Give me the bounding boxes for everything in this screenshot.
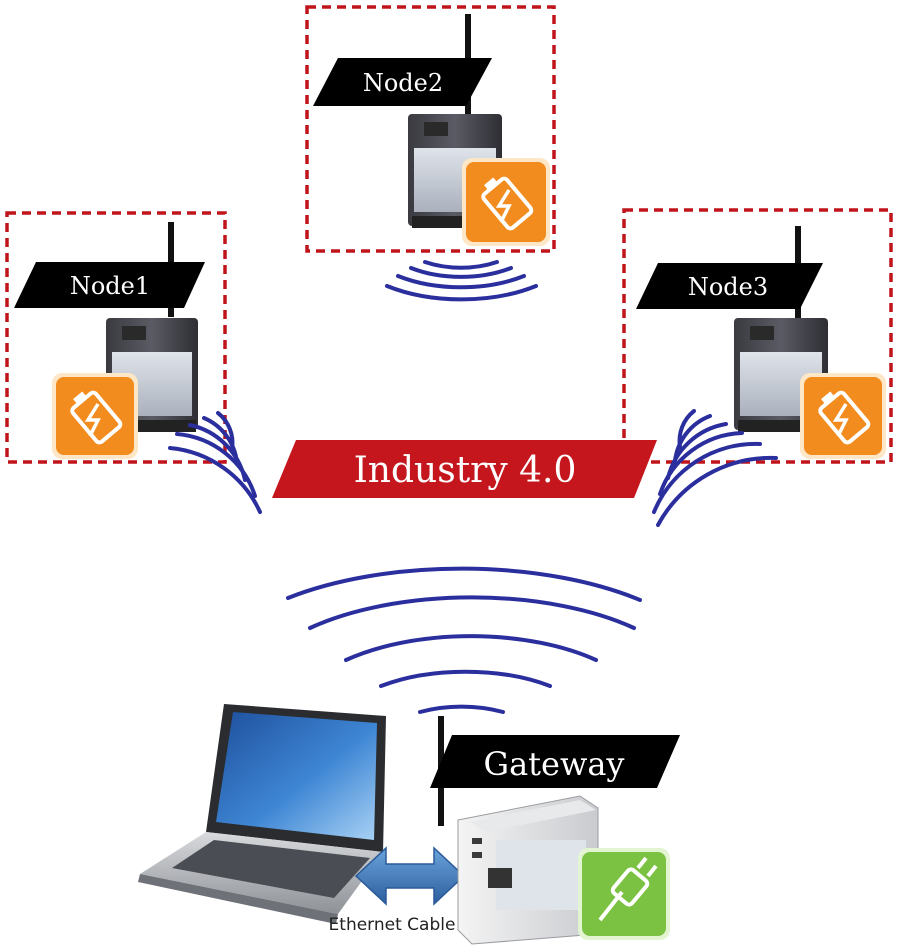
ethernet-cable-label: Ethernet Cable [329, 915, 456, 935]
node3-label-text: Node3 [688, 273, 768, 301]
node2-wave-icon [385, 260, 538, 302]
gateway-label: Gateway [430, 735, 680, 788]
node2-label: Node2 [313, 58, 492, 106]
banner-text: Industry 4.0 [354, 450, 577, 491]
node1-label-text: Node1 [70, 272, 150, 300]
node3-battery-icon [800, 373, 886, 459]
gateway-power-plug-icon [578, 848, 670, 940]
industry-banner: Industry 4.0 [272, 440, 657, 498]
node2-box [305, 5, 556, 253]
node2-label-text: Node2 [363, 69, 443, 97]
node3-label: Node3 [636, 263, 823, 309]
laptop-icon [138, 704, 386, 924]
node1-battery-icon [52, 373, 138, 459]
gateway-device-icon [438, 716, 599, 945]
node3-box [622, 208, 893, 464]
node3-wave-icon [652, 409, 778, 527]
gateway-wave-icon [286, 566, 642, 714]
gateway-label-text: Gateway [484, 745, 625, 783]
node2-battery-icon [462, 158, 550, 246]
node1-wave-icon [168, 411, 262, 514]
node1-label: Node1 [14, 262, 205, 308]
node1-box [5, 211, 227, 464]
wireless-waves [168, 260, 778, 714]
